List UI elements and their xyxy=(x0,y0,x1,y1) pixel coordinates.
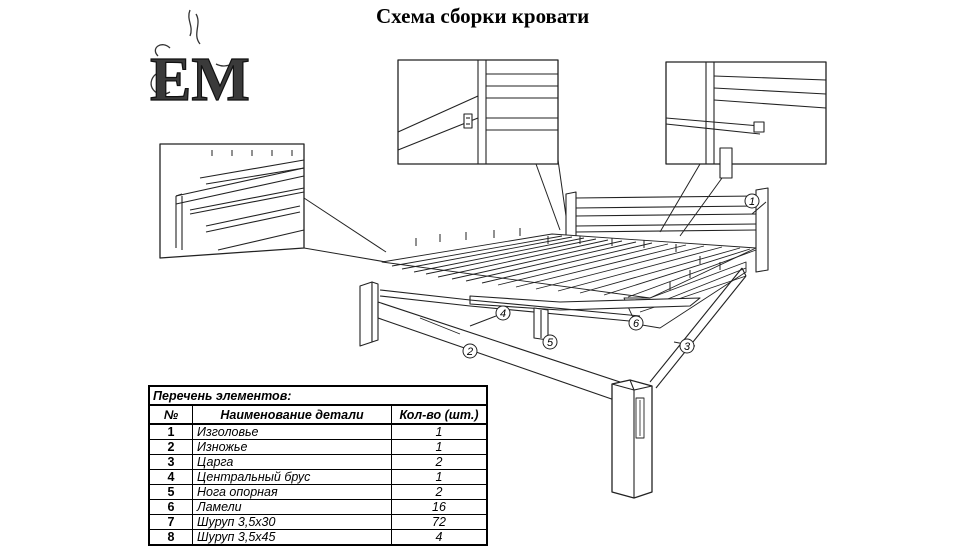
callout-label: 3 xyxy=(684,341,691,353)
callouts xyxy=(462,193,767,359)
support-leg xyxy=(533,307,549,341)
row-quantity: 2 xyxy=(391,484,488,500)
slats xyxy=(381,228,757,329)
parts-list-table: Перечень элементов: № Наименование детал… xyxy=(148,385,488,546)
row-name: Изножье xyxy=(192,439,392,455)
row-number: 2 xyxy=(148,439,193,455)
front-leg xyxy=(611,379,653,499)
detail-view-slats xyxy=(159,143,387,263)
callout-label: 5 xyxy=(547,337,554,349)
table-row: 7 Шуруп 3,5х30 72 xyxy=(148,514,488,530)
page-title: Схема сборки кровати xyxy=(376,4,590,28)
row-number: 4 xyxy=(148,469,193,485)
side-rail-left xyxy=(359,281,627,405)
column-header-quantity: Кол-во (шт.) xyxy=(391,404,488,425)
row-number: 7 xyxy=(148,514,193,530)
row-number: 8 xyxy=(148,529,193,546)
callout-label: 4 xyxy=(500,308,506,320)
row-quantity: 4 xyxy=(391,529,488,546)
logo-text: ЕМ xyxy=(150,46,250,114)
row-name: Царга xyxy=(192,454,392,470)
row-name: Изголовье xyxy=(192,423,392,440)
detail-view-rail-joint xyxy=(659,61,827,237)
detail-view-headboard-joint xyxy=(397,59,569,231)
callout-label: 2 xyxy=(466,346,473,358)
logo: ЕМ xyxy=(149,9,250,115)
callout-label: 6 xyxy=(633,318,640,330)
row-quantity: 1 xyxy=(391,439,488,455)
column-header-name: Наименование детали xyxy=(192,404,392,425)
table-row: 5 Нога опорная 2 xyxy=(148,484,488,500)
row-number: 3 xyxy=(148,454,193,470)
table-row: 8 Шуруп 3,5х45 4 xyxy=(148,529,488,546)
row-number: 5 xyxy=(148,484,193,500)
row-name: Шуруп 3,5х30 xyxy=(192,514,392,530)
row-name: Ламели xyxy=(192,499,392,515)
row-quantity: 1 xyxy=(391,423,488,440)
row-name: Центральный брус xyxy=(192,469,392,485)
row-number: 6 xyxy=(148,499,193,515)
row-name: Нога опорная xyxy=(192,484,392,500)
row-quantity: 16 xyxy=(391,499,488,515)
row-name: Шуруп 3,5х45 xyxy=(192,529,392,546)
table-row: 6 Ламели 16 xyxy=(148,499,488,515)
table-row: 2 Изножье 1 xyxy=(148,439,488,455)
callout-label: 1 xyxy=(749,196,755,208)
table-row: 3 Царга 2 xyxy=(148,454,488,470)
row-quantity: 2 xyxy=(391,454,488,470)
side-rail-right xyxy=(649,267,747,389)
table-row: 1 Изголовье 1 xyxy=(148,423,488,440)
row-number: 1 xyxy=(148,423,193,440)
table-row: 4 Центральный брус 1 xyxy=(148,469,488,485)
headboard xyxy=(565,187,769,273)
row-quantity: 1 xyxy=(391,469,488,485)
column-header-number: № xyxy=(148,404,193,425)
row-quantity: 72 xyxy=(391,514,488,530)
table-caption: Перечень элементов: xyxy=(148,385,488,406)
